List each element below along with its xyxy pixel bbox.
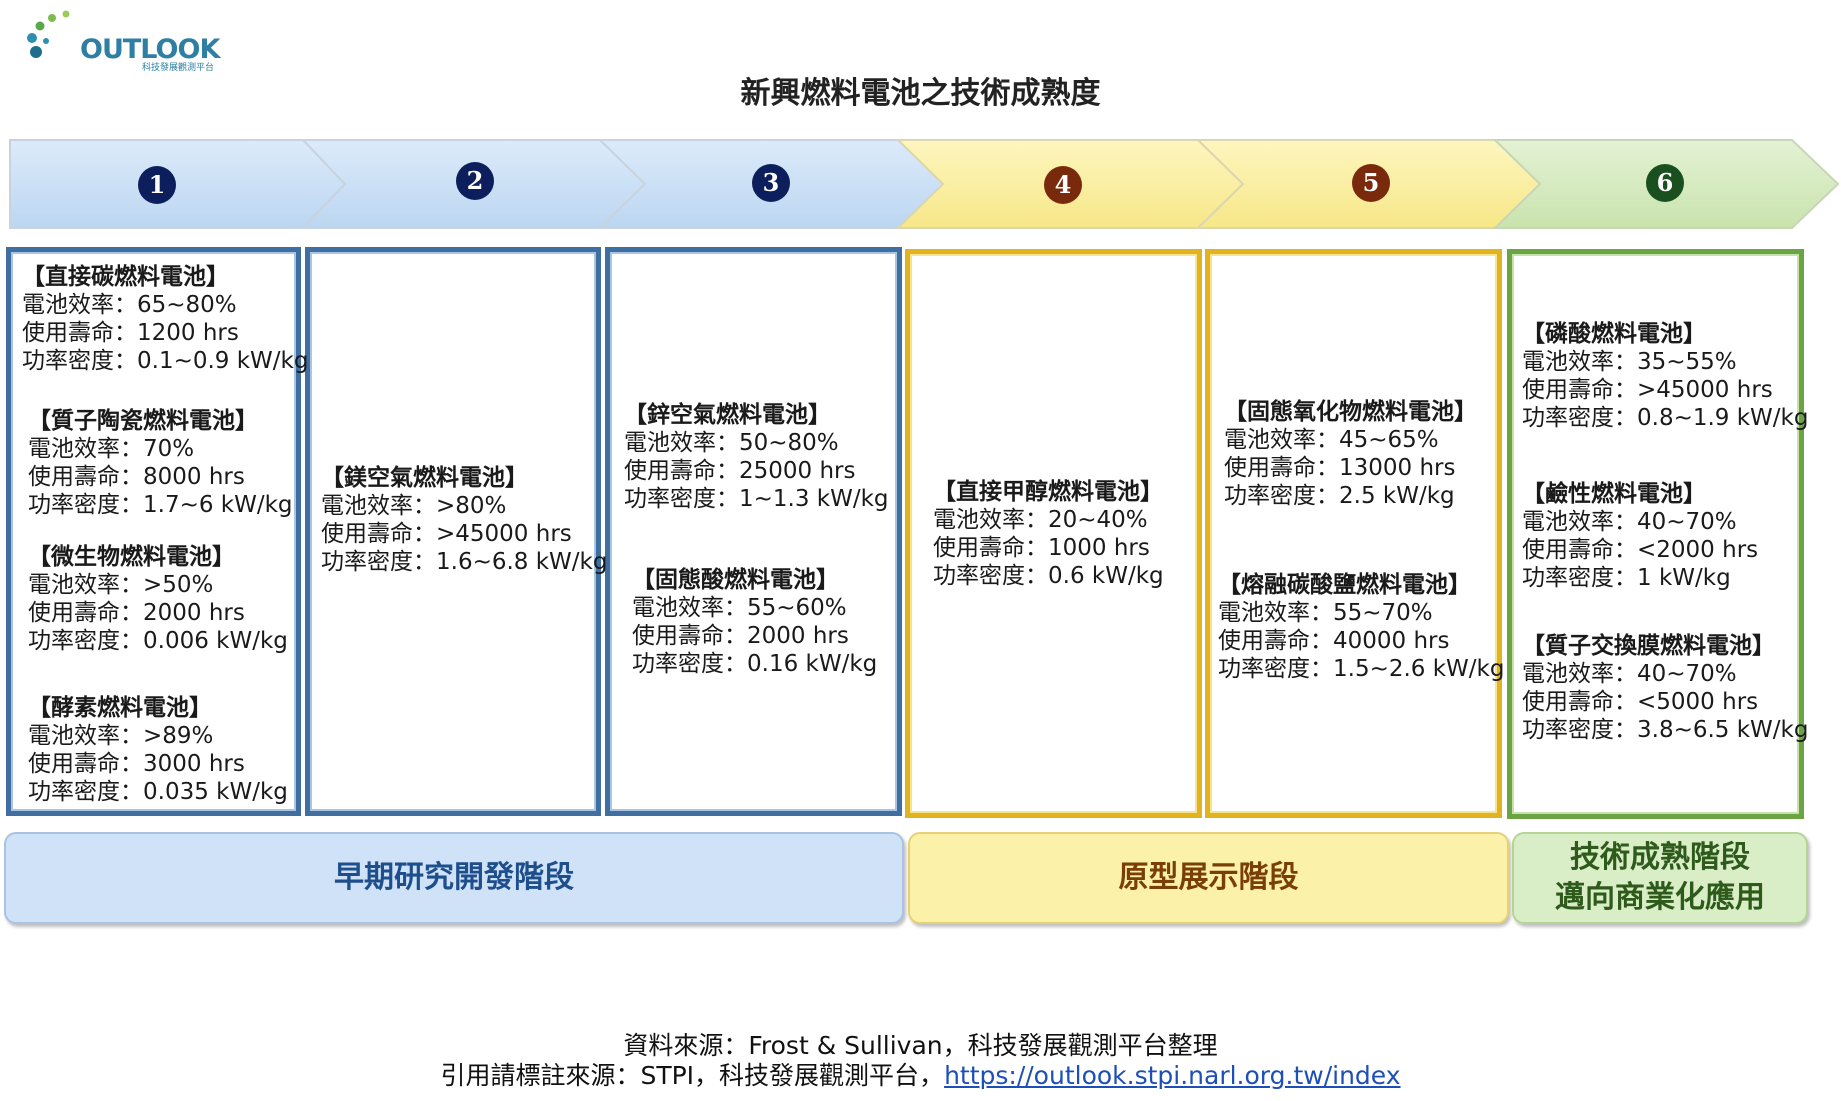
fuel-cell-efficiency: 電池效率：45~65%	[1224, 427, 1439, 453]
fuel-cell-entry: 【酵素燃料電池】 電池效率：>89% 使用壽命：3000 hrs 功率密度：0.…	[28, 694, 288, 806]
step-number-3: 3	[752, 164, 790, 202]
fuel-cell-efficiency: 電池效率：50~80%	[624, 430, 839, 456]
fuel-cell-entry: 【直接碳燃料電池】 電池效率：65~80% 使用壽命：1200 hrs 功率密度…	[22, 263, 308, 375]
fuel-cell-name: 【酵素燃料電池】	[28, 695, 212, 721]
fuel-cell-efficiency: 電池效率：>50%	[28, 572, 214, 598]
citation-line: 引用請標註來源：STPI，科技發展觀測平台，https://outlook.st…	[0, 1056, 1841, 1092]
fuel-cell-name: 【固態氧化物燃料電池】	[1224, 399, 1477, 425]
fuel-cell-lifetime: 使用壽命：2000 hrs	[28, 600, 245, 626]
fuel-cell-power-density: 功率密度：2.5 kW/kg	[1224, 483, 1455, 509]
fuel-cell-lifetime: 使用壽命：25000 hrs	[624, 458, 856, 484]
fuel-cell-lifetime: 使用壽命：>45000 hrs	[1522, 377, 1773, 403]
fuel-cell-name: 【直接甲醇燃料電池】	[933, 479, 1163, 505]
source-link[interactable]: https://outlook.stpi.narl.org.tw/index	[944, 1061, 1401, 1090]
logo-text: OUTLOOK	[80, 34, 220, 65]
fuel-cell-power-density: 功率密度：0.006 kW/kg	[28, 628, 288, 654]
arrow-1	[9, 139, 347, 229]
fuel-cell-power-density: 功率密度：1.6~6.8 kW/kg	[321, 549, 608, 575]
fuel-cell-name: 【磷酸燃料電池】	[1522, 321, 1706, 347]
fuel-cell-efficiency: 電池效率：35~55%	[1522, 349, 1737, 375]
fuel-cell-name: 【質子交換膜燃料電池】	[1522, 633, 1775, 659]
fuel-cell-entry: 【固態酸燃料電池】 電池效率：55~60% 使用壽命：2000 hrs 功率密度…	[632, 566, 877, 678]
source-line: 資料來源：Frost & Sullivan，科技發展觀測平台整理	[623, 1031, 1218, 1060]
fuel-cell-name: 【鎂空氣燃料電池】	[321, 465, 528, 491]
stage-arrows	[9, 139, 1840, 229]
fuel-cell-lifetime: 使用壽命：<2000 hrs	[1522, 537, 1759, 563]
step-number-1: 1	[138, 166, 176, 204]
stage-mature: 技術成熟階段 邁向商業化應用	[1512, 832, 1808, 924]
fuel-cell-power-density: 功率密度：3.8~6.5 kW/kg	[1522, 717, 1809, 743]
fuel-cell-lifetime: 使用壽命：1000 hrs	[933, 535, 1150, 561]
fuel-cell-entry: 【磷酸燃料電池】 電池效率：35~55% 使用壽命：>45000 hrs 功率密…	[1522, 320, 1808, 432]
fuel-cell-efficiency: 電池效率：>89%	[28, 723, 214, 749]
fuel-cell-efficiency: 電池效率：55~60%	[632, 595, 847, 621]
fuel-cell-efficiency: 電池效率：20~40%	[933, 507, 1148, 533]
panel-5	[1205, 249, 1502, 818]
fuel-cell-entry: 【固態氧化物燃料電池】 電池效率：45~65% 使用壽命：13000 hrs 功…	[1224, 398, 1477, 510]
fuel-cell-entry: 【質子陶瓷燃料電池】 電池效率：70% 使用壽命：8000 hrs 功率密度：1…	[28, 407, 293, 519]
step-number-5: 5	[1352, 164, 1390, 202]
logo-dots-icon	[27, 10, 70, 58]
panel-1	[6, 247, 301, 816]
fuel-cell-power-density: 功率密度：0.8~1.9 kW/kg	[1522, 405, 1809, 431]
fuel-cell-power-density: 功率密度：1.7~6 kW/kg	[28, 492, 293, 518]
step-number-2: 2	[456, 162, 494, 200]
fuel-cell-efficiency: 電池效率：70%	[28, 436, 195, 462]
panel-3	[605, 247, 902, 816]
fuel-cell-entry: 【鋅空氣燃料電池】 電池效率：50~80% 使用壽命：25000 hrs 功率密…	[624, 401, 889, 513]
fuel-cell-power-density: 功率密度：0.6 kW/kg	[933, 563, 1164, 589]
fuel-cell-power-density: 功率密度：1 kW/kg	[1522, 565, 1731, 591]
step-number-6: 6	[1646, 164, 1684, 202]
fuel-cell-lifetime: 使用壽命：1200 hrs	[22, 320, 239, 346]
step-number-4: 4	[1044, 166, 1082, 204]
stage-prototype: 原型展示階段	[908, 832, 1509, 924]
fuel-cell-name: 【微生物燃料電池】	[28, 544, 235, 570]
fuel-cell-entry: 【熔融碳酸鹽燃料電池】 電池效率：55~70% 使用壽命：40000 hrs 功…	[1218, 571, 1504, 683]
fuel-cell-name: 【鹼性燃料電池】	[1522, 481, 1706, 507]
fuel-cell-power-density: 功率密度：1~1.3 kW/kg	[624, 486, 889, 512]
fuel-cell-lifetime: 使用壽命：2000 hrs	[632, 623, 849, 649]
fuel-cell-entry: 【質子交換膜燃料電池】 電池效率：40~70% 使用壽命：<5000 hrs 功…	[1522, 632, 1808, 744]
panel-6	[1507, 249, 1804, 819]
fuel-cell-entry: 【鹼性燃料電池】 電池效率：40~70% 使用壽命：<2000 hrs 功率密度…	[1522, 480, 1758, 592]
fuel-cell-name: 【熔融碳酸鹽燃料電池】	[1218, 572, 1471, 598]
outlook-logo: OUTLOOK 科技發展觀測平台	[24, 8, 224, 73]
fuel-cell-lifetime: 使用壽命：8000 hrs	[28, 464, 245, 490]
fuel-cell-efficiency: 電池效率：>80%	[321, 493, 507, 519]
fuel-cell-power-density: 功率密度：1.5~2.6 kW/kg	[1218, 656, 1505, 682]
fuel-cell-lifetime: 使用壽命：13000 hrs	[1224, 455, 1456, 481]
fuel-cell-efficiency: 電池效率：40~70%	[1522, 509, 1737, 535]
fuel-cell-lifetime: 使用壽命：3000 hrs	[28, 751, 245, 777]
panel-4	[905, 249, 1202, 818]
fuel-cell-power-density: 功率密度：0.035 kW/kg	[28, 779, 288, 805]
panel-2	[305, 247, 601, 816]
fuel-cell-entry: 【直接甲醇燃料電池】 電池效率：20~40% 使用壽命：1000 hrs 功率密…	[933, 478, 1164, 590]
page-title: 新興燃料電池之技術成熟度	[740, 76, 1101, 111]
fuel-cell-power-density: 功率密度：0.16 kW/kg	[632, 651, 878, 677]
fuel-cell-entry: 【鎂空氣燃料電池】 電池效率：>80% 使用壽命：>45000 hrs 功率密度…	[321, 464, 607, 576]
fuel-cell-lifetime: 使用壽命：>45000 hrs	[321, 521, 572, 547]
logo-subtitle: 科技發展觀測平台	[142, 63, 215, 73]
fuel-cell-name: 【質子陶瓷燃料電池】	[28, 408, 258, 434]
fuel-cell-name: 【固態酸燃料電池】	[632, 567, 839, 593]
fuel-cell-entry: 【微生物燃料電池】 電池效率：>50% 使用壽命：2000 hrs 功率密度：0…	[28, 543, 288, 655]
fuel-cell-lifetime: 使用壽命：<5000 hrs	[1522, 689, 1759, 715]
fuel-cell-efficiency: 電池效率：40~70%	[1522, 661, 1737, 687]
fuel-cell-efficiency: 電池效率：55~70%	[1218, 600, 1433, 626]
stage-early-research: 早期研究開發階段	[4, 832, 904, 924]
fuel-cell-power-density: 功率密度：0.1~0.9 kW/kg	[22, 348, 309, 374]
fuel-cell-name: 【鋅空氣燃料電池】	[624, 402, 831, 428]
fuel-cell-lifetime: 使用壽命：40000 hrs	[1218, 628, 1450, 654]
citation-prefix: 引用請標註來源：STPI，科技發展觀測平台，	[440, 1061, 945, 1090]
fuel-cell-name: 【直接碳燃料電池】	[22, 264, 229, 290]
fuel-cell-efficiency: 電池效率：65~80%	[22, 292, 237, 318]
